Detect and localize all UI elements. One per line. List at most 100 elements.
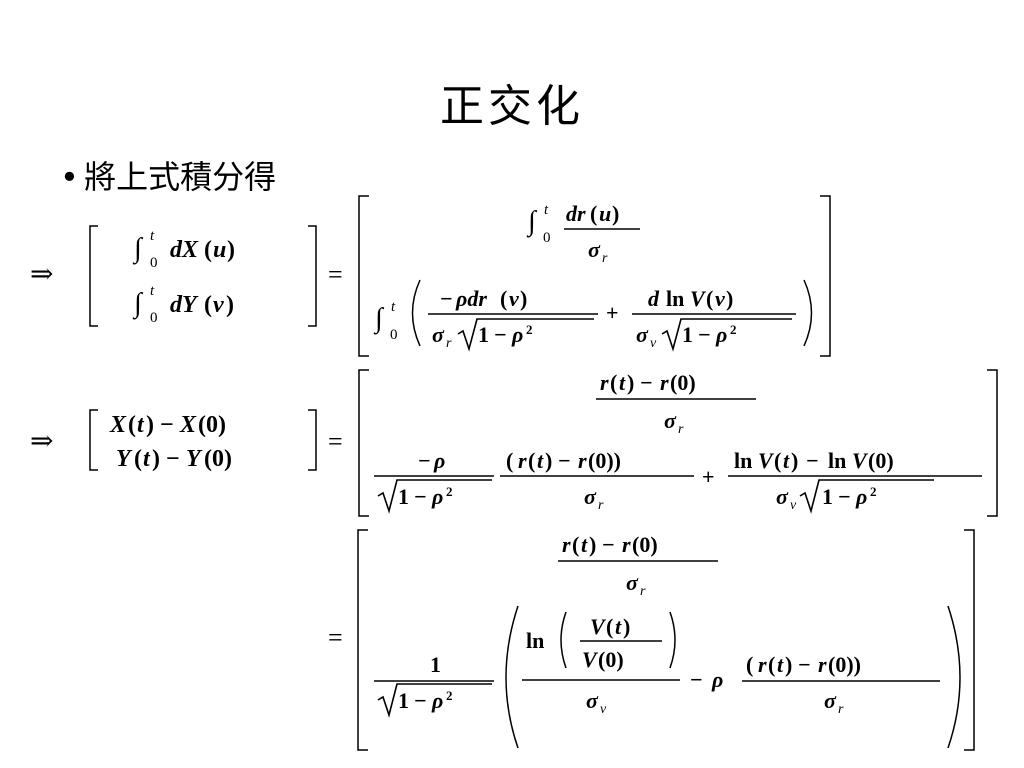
svg-text:ρ: ρ <box>431 484 443 509</box>
svg-text:∫: ∫ <box>373 303 385 335</box>
right-bracket-2a <box>308 409 317 471</box>
equation-1: ⇒ ∫ 0 t dX(u) ∫ 0 t dY(v) = ∫ <box>30 195 831 357</box>
equals-2: = <box>328 427 343 456</box>
lhs-row-2: ∫ 0 t dY(v) <box>132 283 234 326</box>
svg-text:−: − <box>798 652 811 677</box>
svg-text:1: 1 <box>398 484 409 509</box>
svg-text:ρ: ρ <box>855 484 867 509</box>
svg-text:): ) <box>785 652 792 677</box>
svg-text:): ) <box>627 370 634 395</box>
svg-text:): ) <box>152 446 160 472</box>
svg-text:(: ( <box>706 286 713 311</box>
svg-text:X: X <box>109 412 127 438</box>
lhs-row-1: ∫ 0 t dX(u) <box>132 228 235 271</box>
svg-text:−: − <box>414 484 427 509</box>
svg-text:2: 2 <box>526 322 533 337</box>
svg-text:2: 2 <box>870 484 877 499</box>
svg-text:(0): (0) <box>632 532 658 557</box>
svg-text:−: − <box>838 484 851 509</box>
svg-text:−: − <box>558 448 571 473</box>
svg-text:(0)): (0)) <box>828 652 861 677</box>
svg-text:r: r <box>622 532 631 557</box>
svg-text:): ) <box>520 286 527 311</box>
svg-text:σ: σ <box>664 408 677 433</box>
svg-text:1: 1 <box>822 484 833 509</box>
svg-text:t: t <box>783 448 790 473</box>
svg-text:−: − <box>414 688 427 713</box>
svg-text:−: − <box>602 532 615 557</box>
svg-text:−: − <box>440 286 453 311</box>
svg-text:ρ: ρ <box>431 688 443 713</box>
svg-text:0: 0 <box>150 310 158 326</box>
svg-text:r: r <box>758 652 767 677</box>
svg-text:(: ( <box>610 370 617 395</box>
svg-text:(0): (0) <box>598 647 624 672</box>
left-bracket-1a <box>89 225 98 327</box>
svg-text:−: − <box>690 667 703 692</box>
svg-text:dr: dr <box>566 201 586 226</box>
svg-text:(: ( <box>590 201 597 226</box>
svg-text:t: t <box>391 299 396 315</box>
svg-text:−: − <box>698 322 711 347</box>
svg-text:ρ: ρ <box>433 448 445 473</box>
svg-text:r: r <box>598 498 604 513</box>
svg-text:(0): (0) <box>868 448 894 473</box>
implies-arrow-1: ⇒ <box>30 257 53 290</box>
svg-text:ln: ln <box>734 448 752 473</box>
svg-text:1: 1 <box>682 322 693 347</box>
svg-text:2: 2 <box>730 322 737 337</box>
svg-text:V: V <box>758 448 775 473</box>
svg-text:(: ( <box>572 532 579 557</box>
svg-text:): ) <box>226 292 234 318</box>
svg-text:0: 0 <box>150 255 158 271</box>
svg-text:r: r <box>446 336 452 351</box>
bullet-text: 將上式積分得 <box>84 158 277 196</box>
right-bracket-1b <box>820 195 831 357</box>
svg-text:t: t <box>150 283 155 299</box>
svg-text:t: t <box>619 370 626 395</box>
svg-text:−: − <box>806 448 819 473</box>
svg-text:X: X <box>179 412 197 438</box>
svg-text:ln: ln <box>828 448 846 473</box>
left-bracket-3 <box>357 529 368 751</box>
svg-text:−: − <box>640 370 653 395</box>
svg-text:Y: Y <box>186 446 203 472</box>
svg-text:r: r <box>678 422 684 437</box>
svg-text:V: V <box>582 647 599 672</box>
svg-text:(0): (0) <box>204 446 232 472</box>
svg-text:v: v <box>715 286 725 311</box>
svg-text:v: v <box>650 336 657 351</box>
svg-text:v: v <box>600 702 607 717</box>
svg-text:+: + <box>702 464 715 489</box>
svg-text:V: V <box>690 286 707 311</box>
svg-text:d: d <box>648 286 660 311</box>
svg-text:v: v <box>790 498 797 513</box>
lhs2-row-1: X(t) − X(0) <box>109 412 226 438</box>
svg-text:r: r <box>640 584 646 599</box>
svg-text:t: t <box>537 448 544 473</box>
left-bracket-2a <box>89 409 98 471</box>
svg-text:(: ( <box>204 292 212 318</box>
svg-text:(: ( <box>204 237 212 263</box>
right-bracket-3 <box>964 529 975 751</box>
svg-text:v: v <box>509 286 519 311</box>
svg-text:r: r <box>660 370 669 395</box>
svg-text:t: t <box>143 446 151 472</box>
svg-text:(: ( <box>774 448 781 473</box>
svg-text:(: ( <box>500 286 507 311</box>
svg-text:r: r <box>602 251 608 266</box>
svg-text:): ) <box>726 286 733 311</box>
right-paren-1 <box>803 279 813 347</box>
left-bracket-1b <box>358 195 369 357</box>
svg-text:): ) <box>227 237 235 263</box>
svg-text:r: r <box>518 448 527 473</box>
svg-text:dY: dY <box>170 292 199 318</box>
